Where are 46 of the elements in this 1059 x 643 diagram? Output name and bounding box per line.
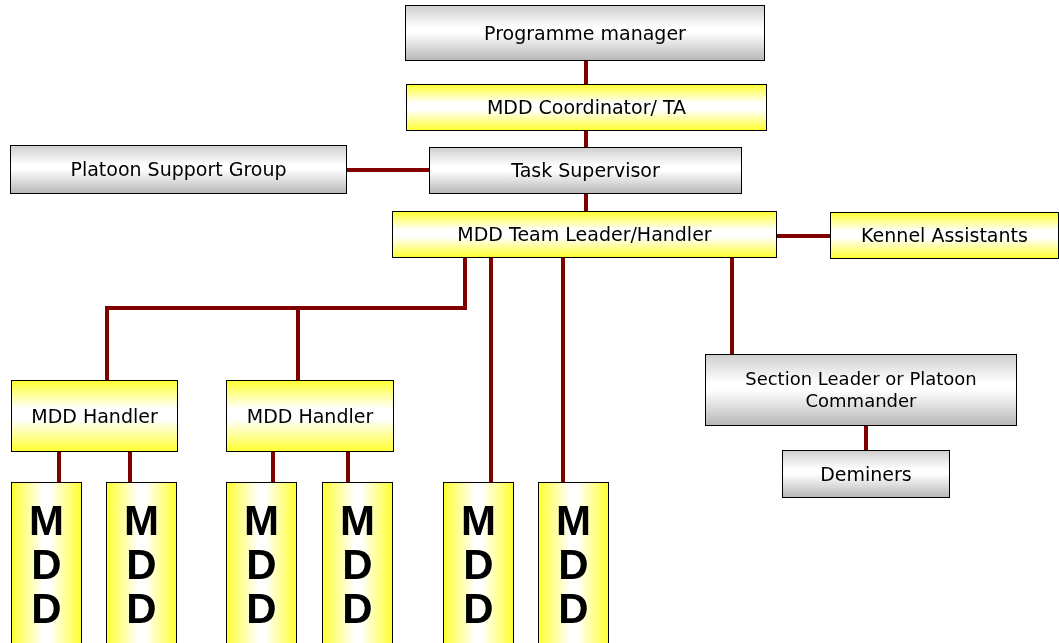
connector-line bbox=[128, 452, 132, 482]
org-box bbox=[11, 380, 178, 452]
org-box bbox=[830, 212, 1059, 259]
box-label: Programme manager bbox=[484, 21, 686, 45]
vertical-label: MDD bbox=[28, 499, 65, 632]
connector-line bbox=[346, 452, 350, 482]
org-box bbox=[705, 354, 1017, 426]
connector-line bbox=[489, 258, 493, 482]
vertical-label: MDD bbox=[460, 499, 497, 632]
box-label: MDD Handler bbox=[31, 404, 158, 428]
box-label: Task Supervisor bbox=[511, 159, 660, 182]
dog-box bbox=[106, 482, 177, 643]
vertical-label: MDD bbox=[339, 499, 376, 632]
org-box bbox=[10, 145, 347, 194]
connector-line bbox=[777, 234, 830, 238]
vertical-label: MDD bbox=[243, 499, 280, 632]
vertical-label: MDD bbox=[123, 499, 160, 632]
connector-line bbox=[584, 61, 588, 84]
box-label: MDD Team Leader/Handler bbox=[457, 223, 712, 246]
box-label: Deminers bbox=[820, 462, 912, 486]
box-label: Kennel Assistants bbox=[861, 224, 1028, 247]
connector-line bbox=[864, 426, 868, 450]
box-label: Platoon Support Group bbox=[70, 158, 287, 181]
org-box bbox=[405, 5, 765, 61]
dog-box bbox=[322, 482, 393, 643]
connector-line bbox=[271, 452, 275, 482]
connector-line bbox=[561, 258, 565, 482]
box-label: MDD Coordinator/ TA bbox=[486, 96, 687, 119]
connector-line bbox=[347, 168, 429, 172]
vertical-label: MDD bbox=[555, 499, 592, 632]
connector-line bbox=[57, 452, 61, 482]
box-label: Section Leader or Platoon Commander bbox=[744, 368, 978, 412]
dog-box bbox=[538, 482, 609, 643]
dog-box bbox=[11, 482, 82, 643]
org-box bbox=[782, 450, 950, 498]
connector-line bbox=[296, 258, 467, 380]
dog-box bbox=[226, 482, 297, 643]
dog-box bbox=[443, 482, 514, 643]
connector-line bbox=[730, 258, 734, 354]
box-label: MDD Handler bbox=[246, 404, 374, 428]
org-box bbox=[392, 211, 777, 258]
org-box bbox=[406, 84, 767, 131]
org-box bbox=[429, 147, 742, 194]
org-box bbox=[226, 380, 394, 452]
connector-line bbox=[584, 131, 588, 147]
connector-line bbox=[584, 194, 588, 211]
